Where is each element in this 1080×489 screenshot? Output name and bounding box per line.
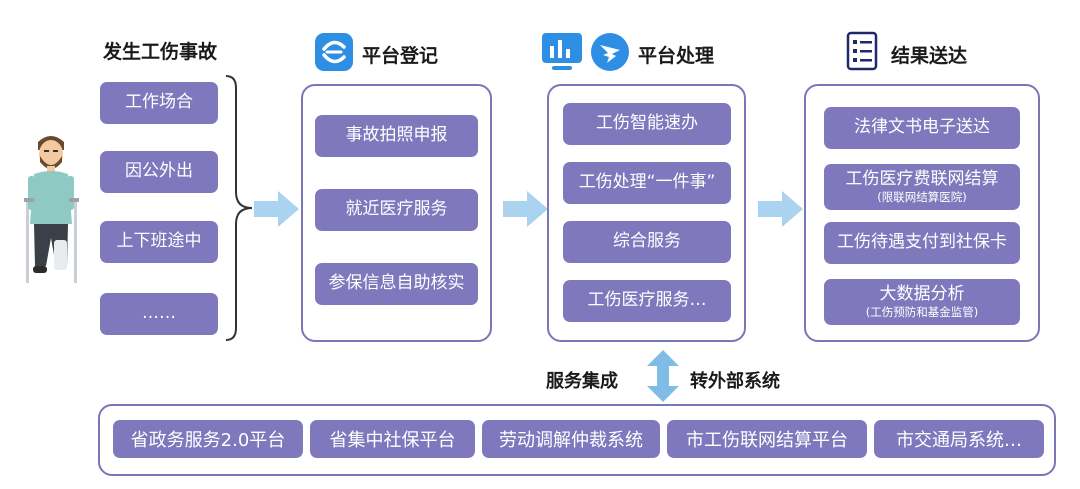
external-system: 市工伤联网结算平台 [667, 420, 867, 458]
brace-connector [225, 75, 253, 341]
delivery-item-main: 法律文书电子送达 [854, 117, 990, 138]
stage-title-delivery: 结果送达 [891, 45, 968, 67]
external-system: 省集中社保平台 [310, 420, 475, 458]
delivery-item-sub: (工伤预防和基金监管) [865, 305, 979, 320]
flow-arrow [254, 191, 299, 227]
process-item: 综合服务 [563, 221, 731, 263]
external-system: 省政务服务2.0平台 [113, 420, 303, 458]
bidirectional-arrow-icon [647, 350, 679, 402]
external-system: 劳动调解仲裁系统 [482, 420, 660, 458]
register-item: 就近医疗服务 [315, 189, 478, 231]
flow-arrow [503, 191, 548, 227]
delivery-item-sub: (限联网结算医院) [877, 190, 967, 205]
app-logo-icon [315, 33, 353, 71]
dingtalk-icon [591, 33, 629, 71]
stage-title-process: 平台处理 [638, 45, 715, 67]
delivery-item: 法律文书电子送达 [824, 107, 1020, 149]
accident-item: …… [100, 293, 218, 335]
delivery-item: 工伤待遇支付到社保卡 [824, 222, 1020, 264]
stage-title-accident: 发生工伤事故 [103, 41, 218, 63]
flow-arrow [758, 191, 803, 227]
accident-item: 因公外出 [100, 151, 218, 193]
delivery-item-main: 工伤医疗费联网结算 [845, 168, 999, 189]
integration-left-label: 服务集成 [546, 371, 618, 392]
accident-item: 工作场合 [100, 82, 218, 124]
checklist-icon [846, 31, 878, 71]
stage-title-register: 平台登记 [362, 45, 439, 67]
process-item: 工伤医疗服务… [563, 280, 731, 322]
delivery-item-main: 大数据分析 [879, 283, 965, 304]
integration-right-label: 转外部系统 [690, 371, 780, 392]
process-item: 工伤处理“一件事” [563, 162, 731, 204]
injured-worker-icon [24, 136, 79, 283]
accident-item: 上下班途中 [100, 221, 218, 263]
external-system: 市交通局系统… [874, 420, 1044, 458]
register-item: 参保信息自助核实 [315, 263, 478, 305]
delivery-item: 工伤医疗费联网结算 (限联网结算医院) [824, 164, 1020, 210]
chart-monitor-icon [542, 33, 582, 70]
process-item: 工伤智能速办 [563, 103, 731, 145]
delivery-item: 大数据分析 (工伤预防和基金监管) [824, 279, 1020, 325]
delivery-item-main: 工伤待遇支付到社保卡 [837, 232, 1007, 253]
register-item: 事故拍照申报 [315, 115, 478, 157]
